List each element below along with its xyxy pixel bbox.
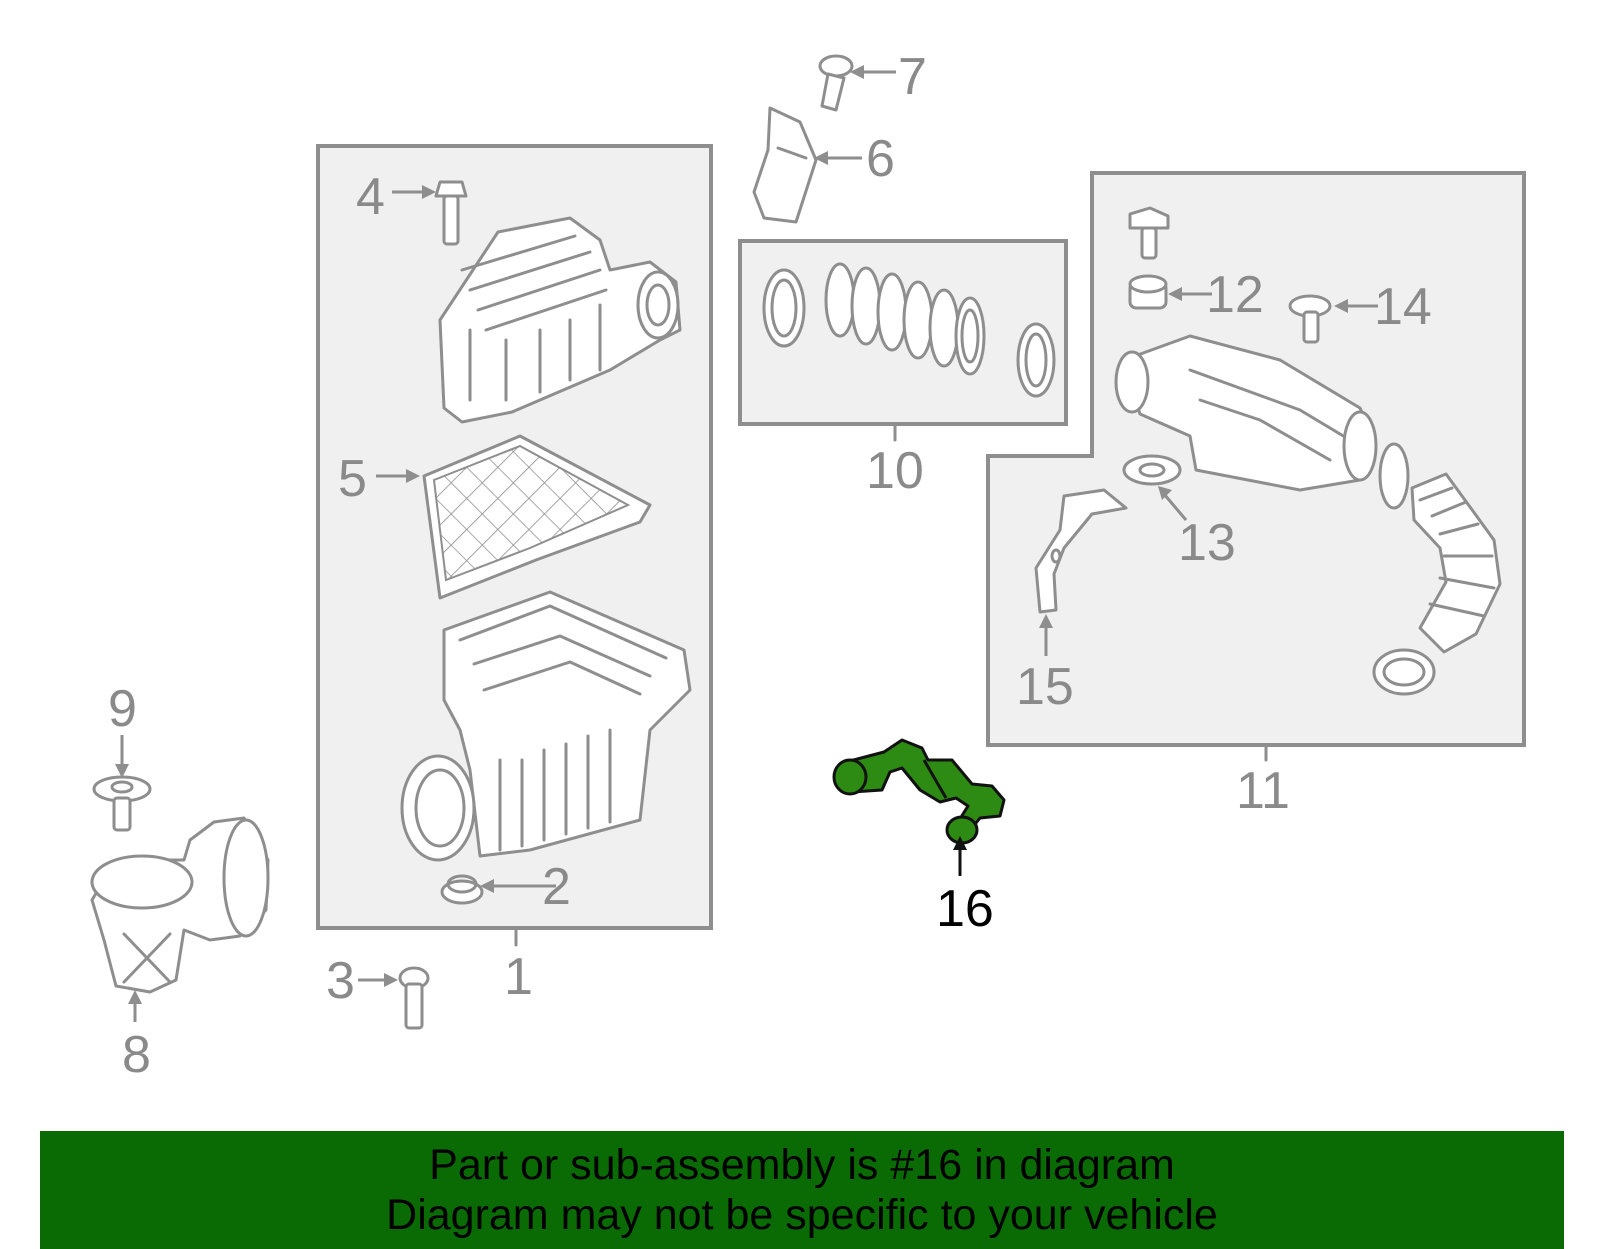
callout-8: 8 (122, 1026, 151, 1084)
seal-ring (1378, 442, 1410, 510)
bracket-15 (1034, 488, 1128, 614)
resonator-housing (1114, 334, 1378, 492)
callout-13: 13 (1178, 514, 1236, 572)
callout-10: 10 (866, 442, 924, 500)
callout-7: 7 (898, 48, 927, 106)
bolt-3 (398, 966, 430, 1030)
callout-5: 5 (338, 450, 367, 508)
air-duct-bellows (824, 262, 986, 376)
part-6 (752, 106, 818, 224)
callout-3: 3 (326, 952, 355, 1010)
fastener-9 (92, 775, 152, 832)
info-banner: Part or sub-assembly is #16 in diagram D… (40, 1131, 1564, 1249)
bolt-4 (434, 180, 468, 246)
callout-11: 11 (1236, 762, 1290, 820)
washer-13 (1122, 454, 1182, 486)
callout-14: 14 (1374, 278, 1432, 336)
outlet-clamp (1372, 648, 1436, 696)
air-cleaner-cover (438, 216, 682, 424)
callout-15: 15 (1016, 658, 1074, 716)
callout-12: 12 (1206, 266, 1264, 324)
screw-14 (1288, 294, 1332, 344)
part-8-elbow (90, 816, 270, 994)
leader-arrows (115, 65, 1378, 1022)
callout-9: 9 (108, 680, 137, 738)
clamp-right (1016, 322, 1056, 398)
callout-16: 16 (936, 880, 994, 938)
callout-4: 4 (356, 168, 385, 226)
bolt-upper-11 (1128, 206, 1170, 260)
callout-2: 2 (542, 858, 571, 916)
grommet-12 (1128, 274, 1168, 310)
air-filter-element (422, 434, 652, 600)
callout-6: 6 (866, 130, 895, 188)
clamp-left (762, 268, 806, 348)
outlet-duct (1410, 472, 1502, 654)
screw-7 (818, 54, 854, 112)
grommet-2 (440, 874, 484, 905)
air-cleaner-lower-housing (400, 590, 692, 862)
callout-1: 1 (504, 948, 533, 1006)
part-16-hose (832, 738, 1006, 845)
banner-line-1: Part or sub-assembly is #16 in diagram (429, 1141, 1175, 1189)
banner-line-2: Diagram may not be specific to your vehi… (386, 1191, 1218, 1239)
